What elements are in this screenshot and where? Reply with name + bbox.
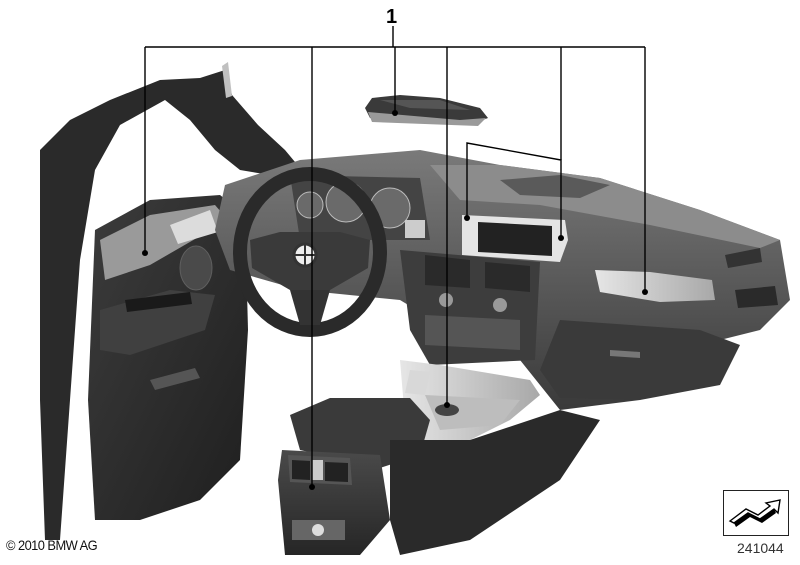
instrument-panel-trim [595,270,715,302]
floor-console [390,410,600,555]
leader-dots [142,110,648,490]
door-frame [40,62,300,540]
steering-wheel [233,167,387,337]
roof-control-unit [365,95,488,126]
callout-label[interactable]: 1 [386,6,398,28]
center-stack [400,250,540,365]
center-console-trim [400,360,540,450]
center-rear-console-vent [278,398,430,555]
leader-lines [144,26,646,487]
diagram-id: 241044 [737,540,784,556]
door-trim-panel [88,195,248,520]
central-display-bezel [462,215,568,262]
copyright-text: © 2010 BMW AG [6,537,98,553]
next-arrow-icon[interactable] [723,490,789,536]
